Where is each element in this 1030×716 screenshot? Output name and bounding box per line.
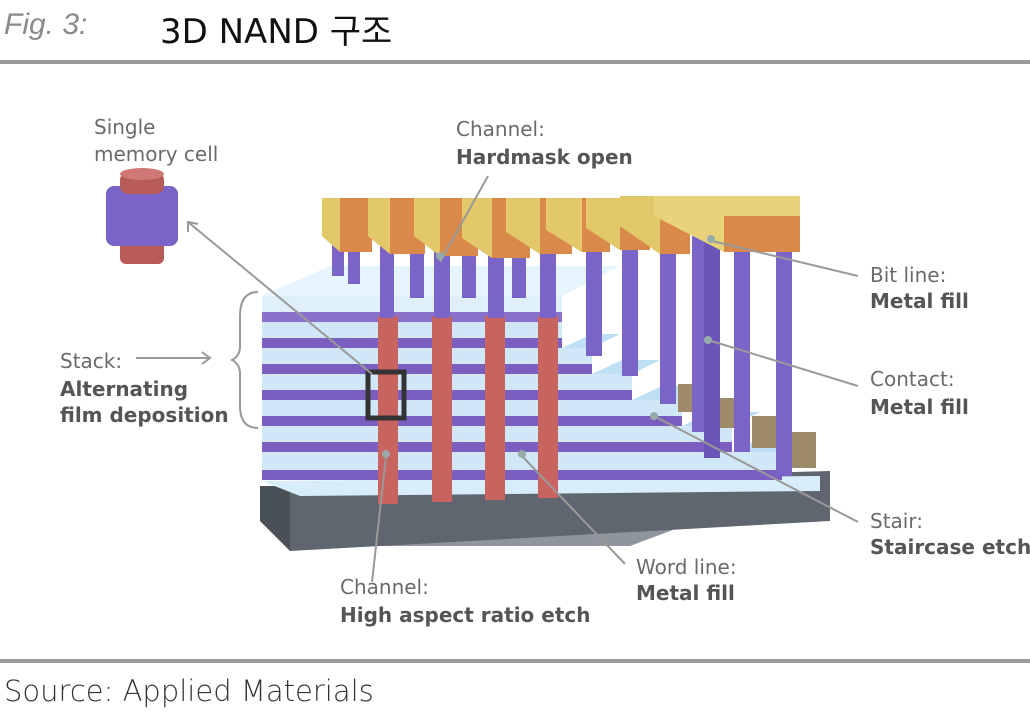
contact-label-1: Contact:	[870, 367, 955, 391]
stack-bracket	[229, 291, 259, 429]
word-line-label-1: Word line:	[636, 555, 737, 579]
source-credit: Source: Applied Materials	[4, 674, 374, 708]
substrate-side	[260, 486, 290, 551]
cell-highlight-box	[365, 369, 407, 421]
figure-label: Fig. 3:	[4, 8, 88, 41]
top-divider	[0, 60, 1030, 64]
stack-label-2: Alternating	[60, 377, 188, 401]
stack-label-1: Stack:	[60, 349, 122, 373]
stair-label-2: Staircase etch	[870, 535, 1030, 559]
channel-bottom-label-1: Channel:	[340, 575, 429, 599]
channel-top-label-1: Channel:	[456, 117, 545, 141]
channel-top-label-2: Hardmask open	[456, 145, 633, 169]
single-cell-label-2: memory cell	[94, 142, 218, 166]
single-cell-label-1: Single	[94, 115, 155, 139]
channels	[378, 316, 558, 504]
leader-lines	[136, 175, 859, 583]
stair-label-1: Stair:	[870, 509, 923, 533]
single-memory-cell	[106, 168, 178, 264]
nand-diagram: Single memory cell Channel: Hardmask ope…	[60, 115, 1030, 627]
word-line-label-2: Metal fill	[636, 581, 735, 605]
bottom-divider	[0, 659, 1030, 663]
leader-dots	[382, 235, 715, 458]
bit-lines	[322, 196, 800, 258]
channel-bottom-label-2: High aspect ratio etch	[340, 603, 590, 627]
bit-line-label-2: Metal fill	[870, 289, 969, 313]
stack-label-3: film deposition	[60, 403, 229, 427]
bit-line-label-1: Bit line:	[870, 263, 946, 287]
figure-title: 3D NAND 구조	[160, 12, 393, 52]
contact-label-2: Metal fill	[870, 395, 969, 419]
